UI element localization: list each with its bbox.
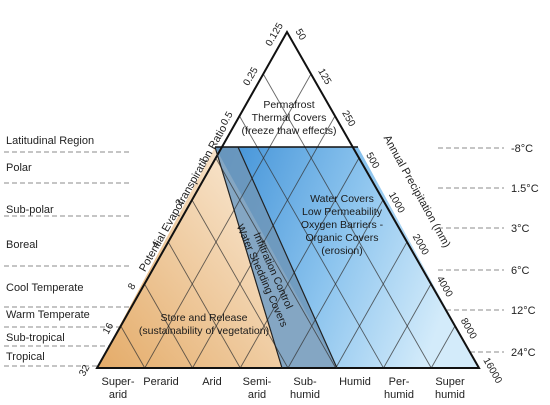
temperature-label: 1.5°C	[511, 183, 539, 195]
grid-line	[191, 199, 289, 368]
arid-boundary-line	[214, 146, 283, 369]
temperature-labels: -8°C 1.5°C 3°C 6°C 12°C 24°C	[511, 143, 539, 359]
temperature-label: 12°C	[511, 305, 536, 317]
store-and-release-zone	[97, 147, 282, 368]
grid-line	[430, 325, 456, 368]
latitudinal-region-label: Cool Temperate	[6, 282, 83, 294]
latitudinal-region-label: Tropical	[6, 351, 45, 363]
left-axis-tick-label: 0.125	[264, 21, 286, 49]
temperature-label: -8°C	[511, 143, 533, 155]
latitudinal-region-label: Polar	[6, 162, 32, 174]
grid-line	[262, 73, 432, 368]
left-axis-tick-label: 1	[197, 155, 210, 166]
temperature-label: 24°C	[511, 347, 536, 359]
latitudinal-region-label: Boreal	[6, 239, 38, 251]
grid-line	[120, 325, 146, 368]
humidity-label: Super	[435, 376, 465, 388]
humidity-label: humid	[435, 389, 465, 401]
store-zone-label: Store and Release(sustainability of vege…	[139, 312, 269, 337]
grid-line	[167, 241, 241, 368]
grid-line	[287, 199, 384, 368]
humidity-label: humid	[384, 389, 414, 401]
zone-text-line: Organic Covers	[306, 232, 379, 244]
right-axis-tick-label: 250	[339, 109, 357, 129]
humidity-label: humid	[290, 389, 320, 401]
humidity-label: Sub-	[293, 376, 317, 388]
humidity-label: Per-	[389, 376, 410, 388]
zone-text-line: Oxygen Barriers -	[301, 219, 384, 231]
grid-line	[335, 241, 408, 368]
left-axis-tick-label: 16	[101, 321, 116, 337]
temperature-label: 6°C	[511, 265, 530, 277]
zone-text-line: Water Covers	[310, 193, 374, 205]
grid-line	[239, 157, 360, 368]
left-axis-tick-label: 32	[77, 363, 92, 379]
latitudinal-region-label: Sub-tropical	[6, 332, 65, 344]
left-axis-tick-label: 8	[126, 281, 139, 292]
zone-text-line: (freeze thaw effects)	[242, 125, 337, 137]
right-axis-tick-label: 16000	[480, 356, 504, 386]
humidity-label: Humid	[339, 376, 371, 388]
right-axis-tick-label: 125	[315, 67, 333, 87]
grid-line	[383, 283, 432, 368]
zone-text-line: (erosion)	[321, 245, 362, 257]
humidity-label: Super-	[101, 376, 134, 388]
latitudinal-region-label: Sub-polar	[6, 204, 54, 216]
latitudinal-region-label: Warm Temperate	[6, 309, 90, 321]
humidity-label: Arid	[202, 376, 222, 388]
infiltration-boundary-line	[237, 146, 338, 369]
grid-line	[144, 283, 193, 368]
grid-line	[215, 157, 337, 368]
zone-text-line: Thermal Covers	[252, 112, 327, 124]
zone-text-line: Permafrost	[263, 99, 314, 111]
latitudinal-region-header: Latitudinal Region	[6, 135, 94, 147]
humidity-labels: Super-arid Perarid Arid Semi-arid Sub-humid H…	[101, 376, 465, 401]
temperature-label: 3°C	[511, 223, 530, 235]
triangle-outline	[95, 29, 481, 369]
infiltration-control-zone	[215, 147, 337, 368]
left-axis-tick-label: 2	[174, 197, 187, 208]
humidity-label: Perarid	[143, 376, 178, 388]
grid-line	[144, 73, 312, 368]
humidity-label: arid	[109, 389, 127, 401]
water-cover-zone	[215, 147, 479, 368]
humidity-label: Semi-	[243, 376, 272, 388]
triangle-grid-lines	[120, 73, 456, 368]
left-axis-tick-label: 4	[150, 239, 163, 250]
humidity-label: arid	[248, 389, 266, 401]
right-axis-tick-label: 50	[293, 27, 308, 43]
zone-text-line: (sustainability of vegetation)	[139, 325, 269, 337]
zone-text-line: Low Permeability	[302, 206, 383, 218]
zone-text-line: Store and Release	[161, 312, 248, 324]
